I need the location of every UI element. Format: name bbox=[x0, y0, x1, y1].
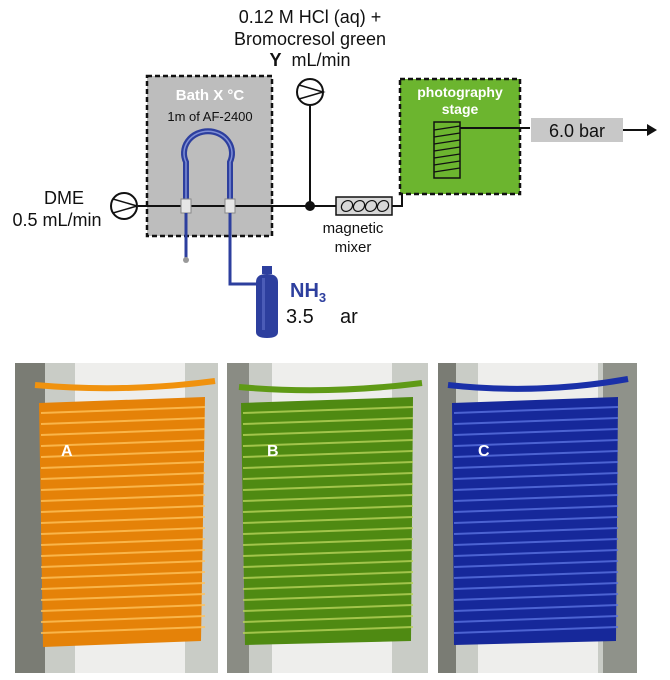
reagent-flow-var: Y bbox=[269, 50, 281, 70]
mixer-label-line2: mixer bbox=[335, 239, 372, 256]
gas-name: NH bbox=[290, 280, 319, 302]
magnetic-mixer-icon bbox=[335, 196, 393, 216]
stage-label-line2: stage bbox=[442, 101, 479, 117]
bath-label: Bath X °C bbox=[176, 87, 245, 104]
flow-schematic: 0.12 M HCl (aq) + Bromocresol green Y mL… bbox=[12, 7, 657, 338]
gas-subscript: 3 bbox=[319, 290, 326, 305]
t-junction bbox=[305, 201, 315, 211]
dme-label: DME bbox=[44, 188, 84, 208]
reagent-line1: 0.12 M HCl (aq) + bbox=[239, 7, 382, 27]
coil-icon bbox=[433, 121, 530, 179]
gas-cylinder-icon bbox=[256, 266, 278, 338]
outlet-arrow-icon bbox=[623, 124, 657, 136]
bath-box bbox=[145, 74, 274, 238]
reagent-line2: Bromocresol green bbox=[234, 29, 386, 49]
photo-a: A bbox=[15, 363, 218, 673]
gas-pressure: 3.5 bbox=[286, 306, 314, 328]
dme-flow: 0.5 mL/min bbox=[12, 210, 101, 230]
dme-pump-icon bbox=[110, 192, 140, 220]
reagent-pump-icon bbox=[296, 78, 326, 106]
photo-b: B bbox=[227, 363, 428, 673]
stage-label-line1: photography bbox=[417, 84, 503, 100]
back-pressure-box bbox=[531, 118, 623, 142]
back-pressure-label: 6.0 bar bbox=[549, 121, 605, 141]
reagent-flow-unit: mL/min bbox=[292, 50, 351, 70]
gas-permeable-tube bbox=[180, 128, 258, 286]
photo-a-label: A bbox=[61, 443, 73, 460]
photo-c: C bbox=[438, 363, 637, 673]
tubing-label: 1m of AF-2400 bbox=[167, 109, 252, 124]
mixer-label-line1: magnetic bbox=[323, 220, 384, 237]
gas-pressure-unit: ar bbox=[340, 306, 358, 328]
photo-c-label: C bbox=[478, 443, 490, 460]
svg-text:NH3: NH3 bbox=[290, 280, 326, 305]
photo-b-label: B bbox=[267, 443, 279, 460]
svg-text:Y mL/min: Y mL/min bbox=[269, 50, 350, 70]
